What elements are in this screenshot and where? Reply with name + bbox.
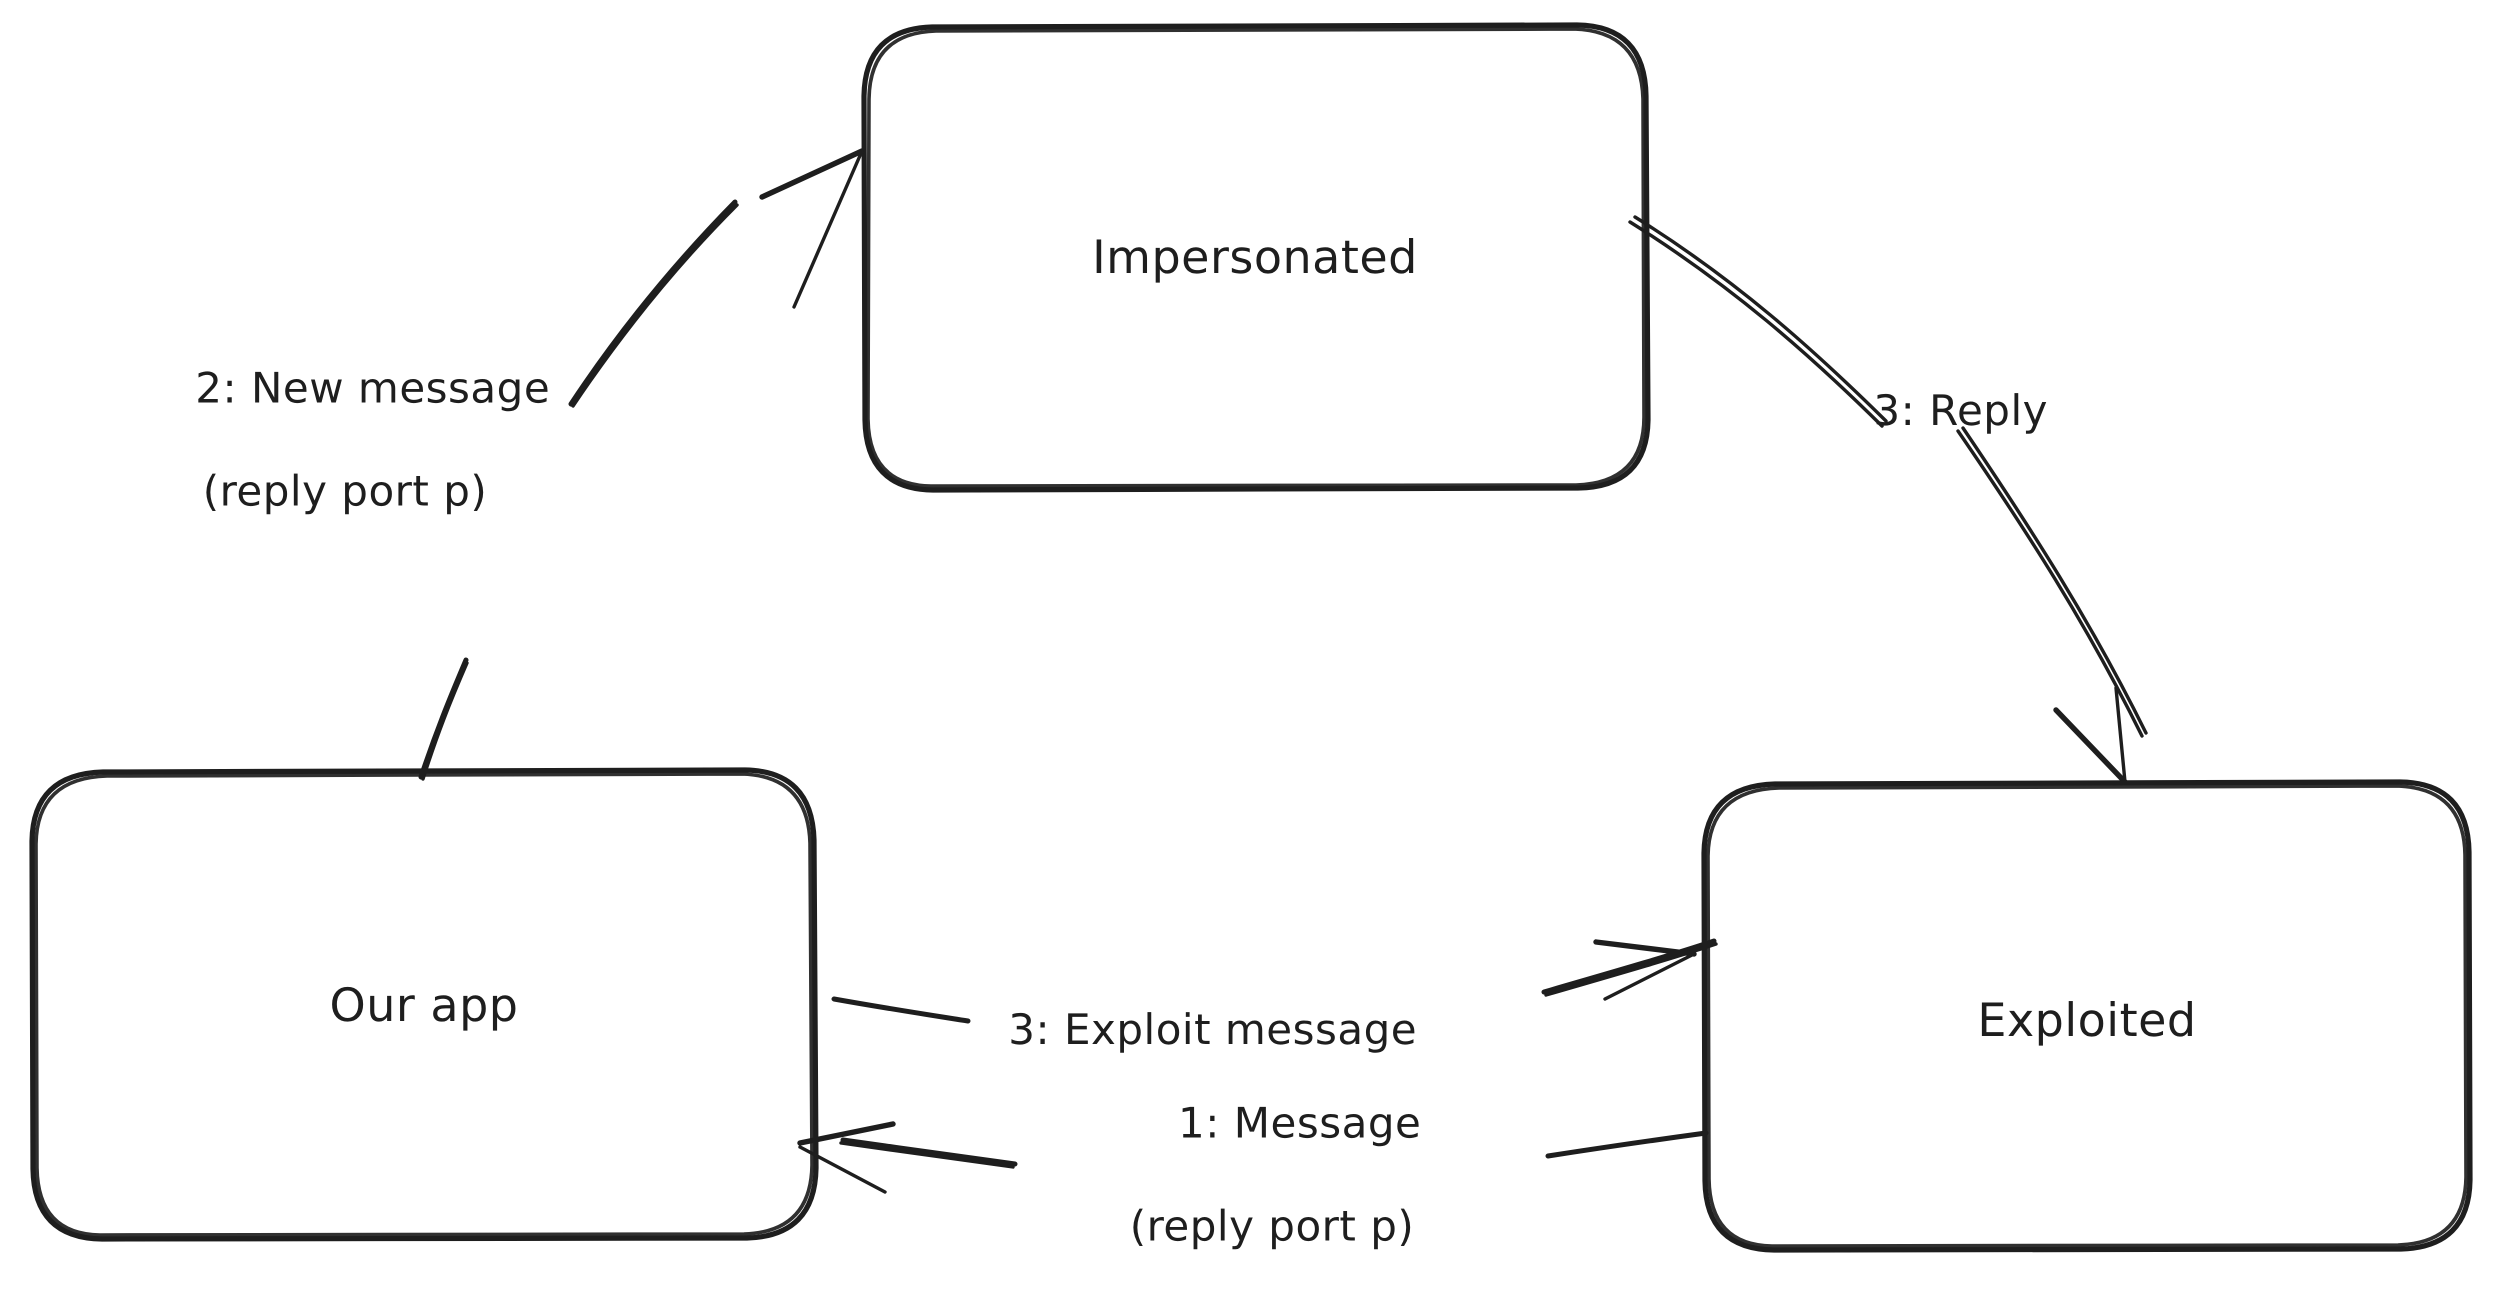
edge-label-2-new-message: 2: New message (reply port p)	[140, 311, 550, 618]
node-label-impersonated: Impersonated	[1092, 229, 1418, 284]
edge-label-2-line-1: 2: New message	[195, 363, 551, 413]
node-label-exploited: Exploited	[1977, 992, 2197, 1047]
edge-label-3-reply: 3: Reply	[1818, 334, 2048, 488]
edge-label-3-exploit-message: 3: Exploit message	[953, 953, 1417, 1107]
edge-label-3-exploit-line-1: 3: Exploit message	[1008, 1005, 1418, 1055]
edge-label-1-line-1: 1: Message	[1178, 1098, 1422, 1148]
node-label-our-app: Our app	[329, 977, 519, 1032]
edge-3-exploit-message-line[interactable]	[831, 938, 1718, 1024]
edge-3-reply-line[interactable]	[1628, 215, 2148, 785]
edge-label-1-message: 1: Message (reply port p)	[1123, 1046, 1422, 1292]
edge-label-2-line-2: (reply port p)	[202, 466, 488, 515]
node-exploited-shape[interactable]	[1701, 779, 2473, 1253]
node-our-app-shape[interactable]	[29, 767, 819, 1242]
edge-1-message-line[interactable]	[797, 1121, 1709, 1194]
edge-label-1-line-2: (reply port p)	[1129, 1201, 1415, 1250]
edge-2-new-message-line[interactable]	[418, 148, 865, 781]
edge-label-3-reply-line-1: 3: Reply	[1873, 386, 2048, 436]
node-impersonated-shape[interactable]	[861, 22, 1651, 493]
